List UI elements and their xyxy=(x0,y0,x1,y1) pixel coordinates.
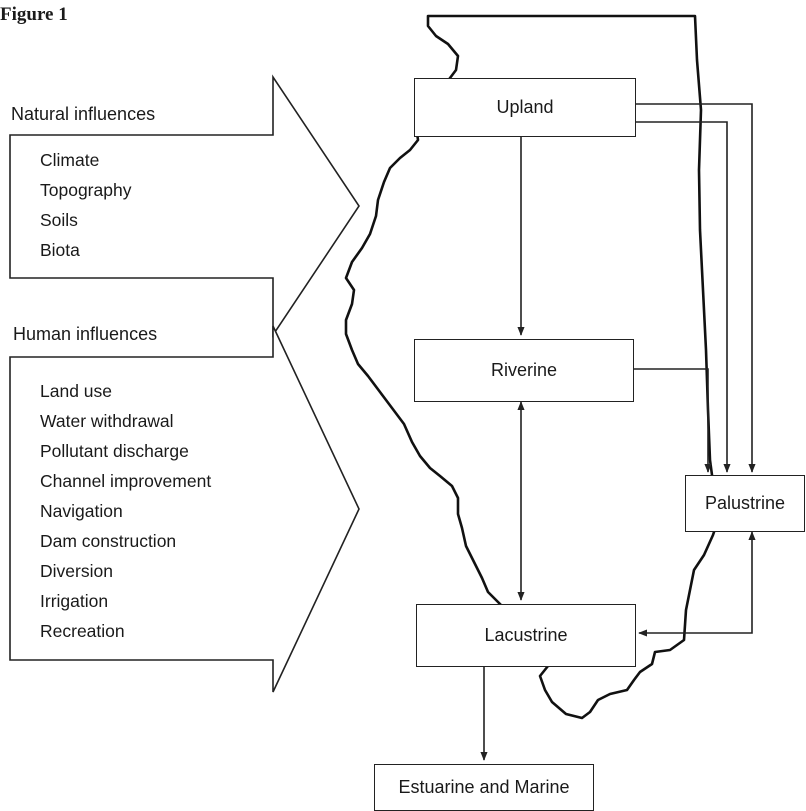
node-upland: Upland xyxy=(414,78,636,137)
human-influence-item: Channel improvement xyxy=(40,471,212,491)
node-riverine: Riverine xyxy=(414,339,634,402)
human-influence-item: Dam construction xyxy=(40,531,177,551)
node-lacustrine-label: Lacustrine xyxy=(484,625,568,645)
arrow-riverine-to-palustrine xyxy=(634,368,712,473)
human-influence-item: Diversion xyxy=(40,561,113,581)
human-influences-arrow xyxy=(9,325,360,693)
human-influence-item: Pollutant discharge xyxy=(40,441,189,461)
node-estuarine-marine: Estuarine and Marine xyxy=(374,764,594,811)
node-riverine-label: Riverine xyxy=(490,360,558,380)
node-lacustrine: Lacustrine xyxy=(416,604,636,667)
node-palustrine-label: Palustrine xyxy=(704,493,786,513)
natural-influence-item: Climate xyxy=(40,150,100,170)
human-influence-item: Recreation xyxy=(40,621,125,641)
human-influence-item: Water withdrawal xyxy=(40,411,174,431)
figure-title: Figure 1 xyxy=(0,4,68,25)
natural-influences-arrow xyxy=(9,74,360,338)
node-estuarine-marine-label: Estuarine and Marine xyxy=(398,777,570,797)
node-palustrine: Palustrine xyxy=(685,475,805,532)
arrow-upland-to-palustrine-outer xyxy=(636,103,756,473)
human-influences-heading: Human influences xyxy=(13,324,158,344)
human-influence-item: Navigation xyxy=(40,501,123,521)
natural-influence-item: Biota xyxy=(40,240,80,260)
human-influence-item: Irrigation xyxy=(40,591,109,611)
natural-influence-item: Topography xyxy=(40,180,132,200)
natural-influences-heading: Natural influences xyxy=(11,104,156,124)
arrow-upland-to-palustrine-inner xyxy=(636,121,731,473)
node-upland-label: Upland xyxy=(496,97,554,117)
human-influence-item: Land use xyxy=(40,381,113,401)
natural-influence-item: Soils xyxy=(40,210,78,230)
arrow-palustrine-lacustrine-bidirectional xyxy=(638,531,756,637)
